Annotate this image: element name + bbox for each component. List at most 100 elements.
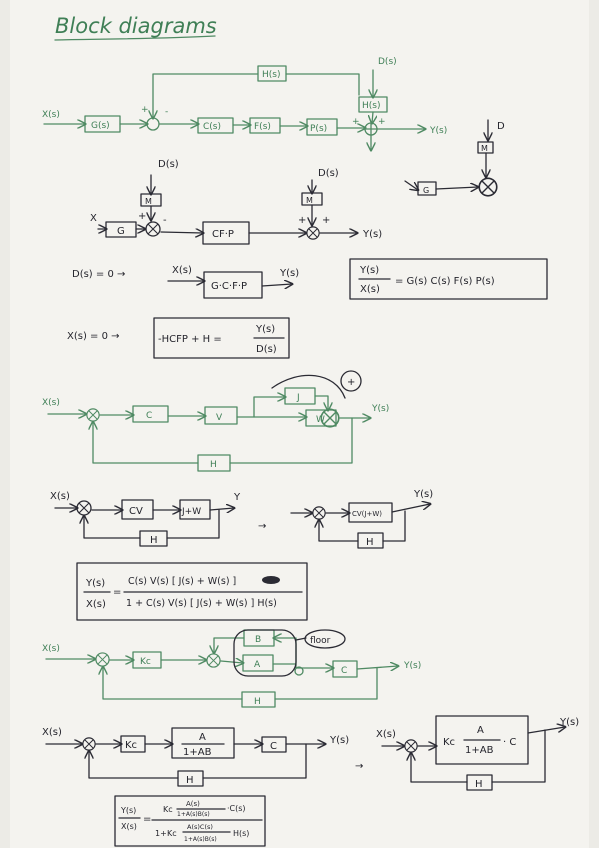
equation-4: Y(s) X(s) = Kc A(s) 1+A(s)B(s) ·C(s) 1+ … bbox=[114, 795, 266, 847]
d6-frac2-num: A bbox=[477, 725, 484, 736]
d6-h-label-2: H bbox=[475, 779, 483, 790]
d3-input-label: X(s) bbox=[42, 398, 60, 408]
d3-annotation-circle bbox=[340, 370, 362, 392]
d3-v-label: V bbox=[216, 413, 223, 423]
eq3-equals: = bbox=[113, 587, 121, 598]
side-x-arrow bbox=[404, 180, 418, 190]
eq1-y-label: Y(s) bbox=[279, 268, 299, 279]
d1-hd-arrow bbox=[372, 111, 373, 123]
d2-plus-3: + bbox=[322, 215, 330, 226]
d4-transform-arrow: → bbox=[258, 521, 266, 532]
d5-h-label: H bbox=[254, 697, 261, 707]
d6-feedback-right-1 bbox=[202, 743, 307, 779]
d2-m2-label: M bbox=[306, 196, 313, 205]
d6-combined-block bbox=[435, 715, 529, 765]
d6-input-label: X(s) bbox=[42, 727, 62, 738]
eq2-result-box bbox=[153, 317, 290, 359]
d1-output-label: Y(s) bbox=[429, 126, 447, 136]
d5-note-pointer bbox=[295, 637, 307, 641]
d3-feedback-right bbox=[229, 417, 353, 464]
d3-w-label: W bbox=[316, 415, 325, 425]
eq4-hs: H(s) bbox=[233, 829, 249, 838]
d4-jw-label: J+W bbox=[181, 507, 201, 517]
d6-c2-label: · C bbox=[503, 737, 516, 748]
d4-input-label: X(s) bbox=[50, 491, 70, 502]
diagram-6: X(s) Kc A 1+AB C Y(s) H → X(s) Kc A 1+AB… bbox=[42, 715, 579, 791]
d2-arrow-sum-cfp bbox=[160, 232, 203, 233]
d1-minus: - bbox=[165, 107, 168, 117]
d1-input-label: X(s) bbox=[42, 110, 60, 120]
side-g-arrow bbox=[435, 187, 478, 189]
d1-h-label: H(s) bbox=[262, 70, 280, 80]
d5-b-label: B bbox=[255, 635, 261, 645]
d2-m1-label: M bbox=[145, 197, 152, 206]
eq4-cs: ·C(s) bbox=[227, 804, 246, 813]
d4-y1-label: Y bbox=[233, 492, 241, 503]
eq4-kc: Kc bbox=[163, 805, 173, 814]
d5-a-block bbox=[242, 654, 274, 672]
eq4-lhs-den: X(s) bbox=[121, 822, 137, 831]
d1-f-label: F(s) bbox=[254, 122, 271, 132]
diagram-2: D(s) M X G + - CF·P D(s) M + + Y(s) bbox=[90, 159, 382, 245]
d3-c-label: C bbox=[146, 411, 152, 421]
d6-transform-arrow: → bbox=[355, 761, 363, 772]
d1-c-label: C(s) bbox=[203, 122, 221, 132]
diagram-4: X(s) CV J+W Y H → CV(J+W) Y(s) H bbox=[50, 489, 433, 549]
d1-plus: + bbox=[141, 105, 149, 115]
side-d-label: D bbox=[497, 121, 505, 132]
d6-input-label-2: X(s) bbox=[376, 729, 396, 740]
eq3-den: 1 + C(s) V(s) [ J(s) + W(s) ] H(s) bbox=[126, 598, 277, 609]
d4-output-arrow-1 bbox=[209, 508, 234, 510]
d4-h2-label: H bbox=[366, 537, 374, 548]
d2-output-label: Y(s) bbox=[362, 229, 382, 240]
title-underline bbox=[54, 35, 216, 41]
d1-p-block bbox=[306, 118, 338, 136]
d5-feedback-right bbox=[274, 667, 378, 700]
eq3-num: C(s) V(s) [ J(s) + W(s) ] bbox=[128, 576, 236, 587]
equation-1: D(s) = 0 → X(s) G·C·F·P Y(s) Y(s) X(s) =… bbox=[72, 258, 548, 300]
d3-annotation-curve bbox=[271, 374, 346, 399]
d1-feedback-line-left bbox=[153, 73, 259, 118]
d1-disturbance-label: D(s) bbox=[378, 57, 397, 67]
d2-plus-1: + bbox=[138, 211, 146, 222]
d2-g-label: G bbox=[117, 226, 125, 237]
equation-2: X(s) = 0 → -HCFP + H = Y(s) D(s) bbox=[67, 317, 290, 359]
eq3-scribble bbox=[262, 576, 280, 584]
d4-y2-label: Y(s) bbox=[413, 489, 433, 500]
side-g-label: G bbox=[423, 186, 429, 195]
d6-frac-block bbox=[171, 727, 235, 759]
d1-junction-cross bbox=[364, 122, 378, 136]
page-title: Block diagrams bbox=[55, 14, 217, 38]
d4-output-arrow-2 bbox=[391, 504, 430, 513]
d5-feedback-left bbox=[103, 667, 243, 700]
eq1-gcfp-label: G·C·F·P bbox=[211, 281, 247, 292]
d1-plus-2: + bbox=[352, 117, 360, 127]
d3-branch-to-j bbox=[253, 397, 285, 418]
d5-highlight-ring bbox=[233, 629, 297, 677]
eq1-out-arrow bbox=[261, 284, 292, 286]
d3-output-label: Y(s) bbox=[371, 404, 389, 414]
side-m-label: M bbox=[481, 144, 488, 153]
d1-g-label: G(s) bbox=[91, 121, 110, 131]
eq1-result-box bbox=[349, 258, 548, 300]
eq1-rhs: = G(s) C(s) F(s) P(s) bbox=[395, 276, 495, 287]
d6-c-label: C bbox=[270, 741, 277, 752]
eq4-one: 1+ bbox=[155, 829, 167, 838]
d3-v-block bbox=[204, 406, 238, 425]
d1-hd-label: H(s) bbox=[362, 101, 380, 111]
eq2-condition: X(s) = 0 → bbox=[67, 331, 120, 342]
eq4-ab: 1+A(s)B(s) bbox=[177, 811, 210, 818]
eq2-num: Y(s) bbox=[255, 324, 275, 335]
d6-kc2-label: Kc bbox=[443, 737, 455, 748]
eq1-num: Y(s) bbox=[359, 265, 379, 276]
eq4-ab2: 1+A(s)B(s) bbox=[184, 836, 217, 843]
d4-feedback-right-1 bbox=[166, 509, 220, 539]
d6-feedback-left-2 bbox=[411, 753, 468, 783]
d6-output-label-2: Y(s) bbox=[559, 717, 579, 728]
d3-j-to-sum bbox=[314, 395, 328, 410]
eq1-condition: D(s) = 0 → bbox=[72, 269, 125, 280]
eq3-result-box bbox=[76, 562, 308, 621]
d3-feedback-left bbox=[93, 422, 199, 464]
d5-note-bubble bbox=[304, 629, 346, 649]
d3-j-label: J bbox=[296, 393, 300, 403]
